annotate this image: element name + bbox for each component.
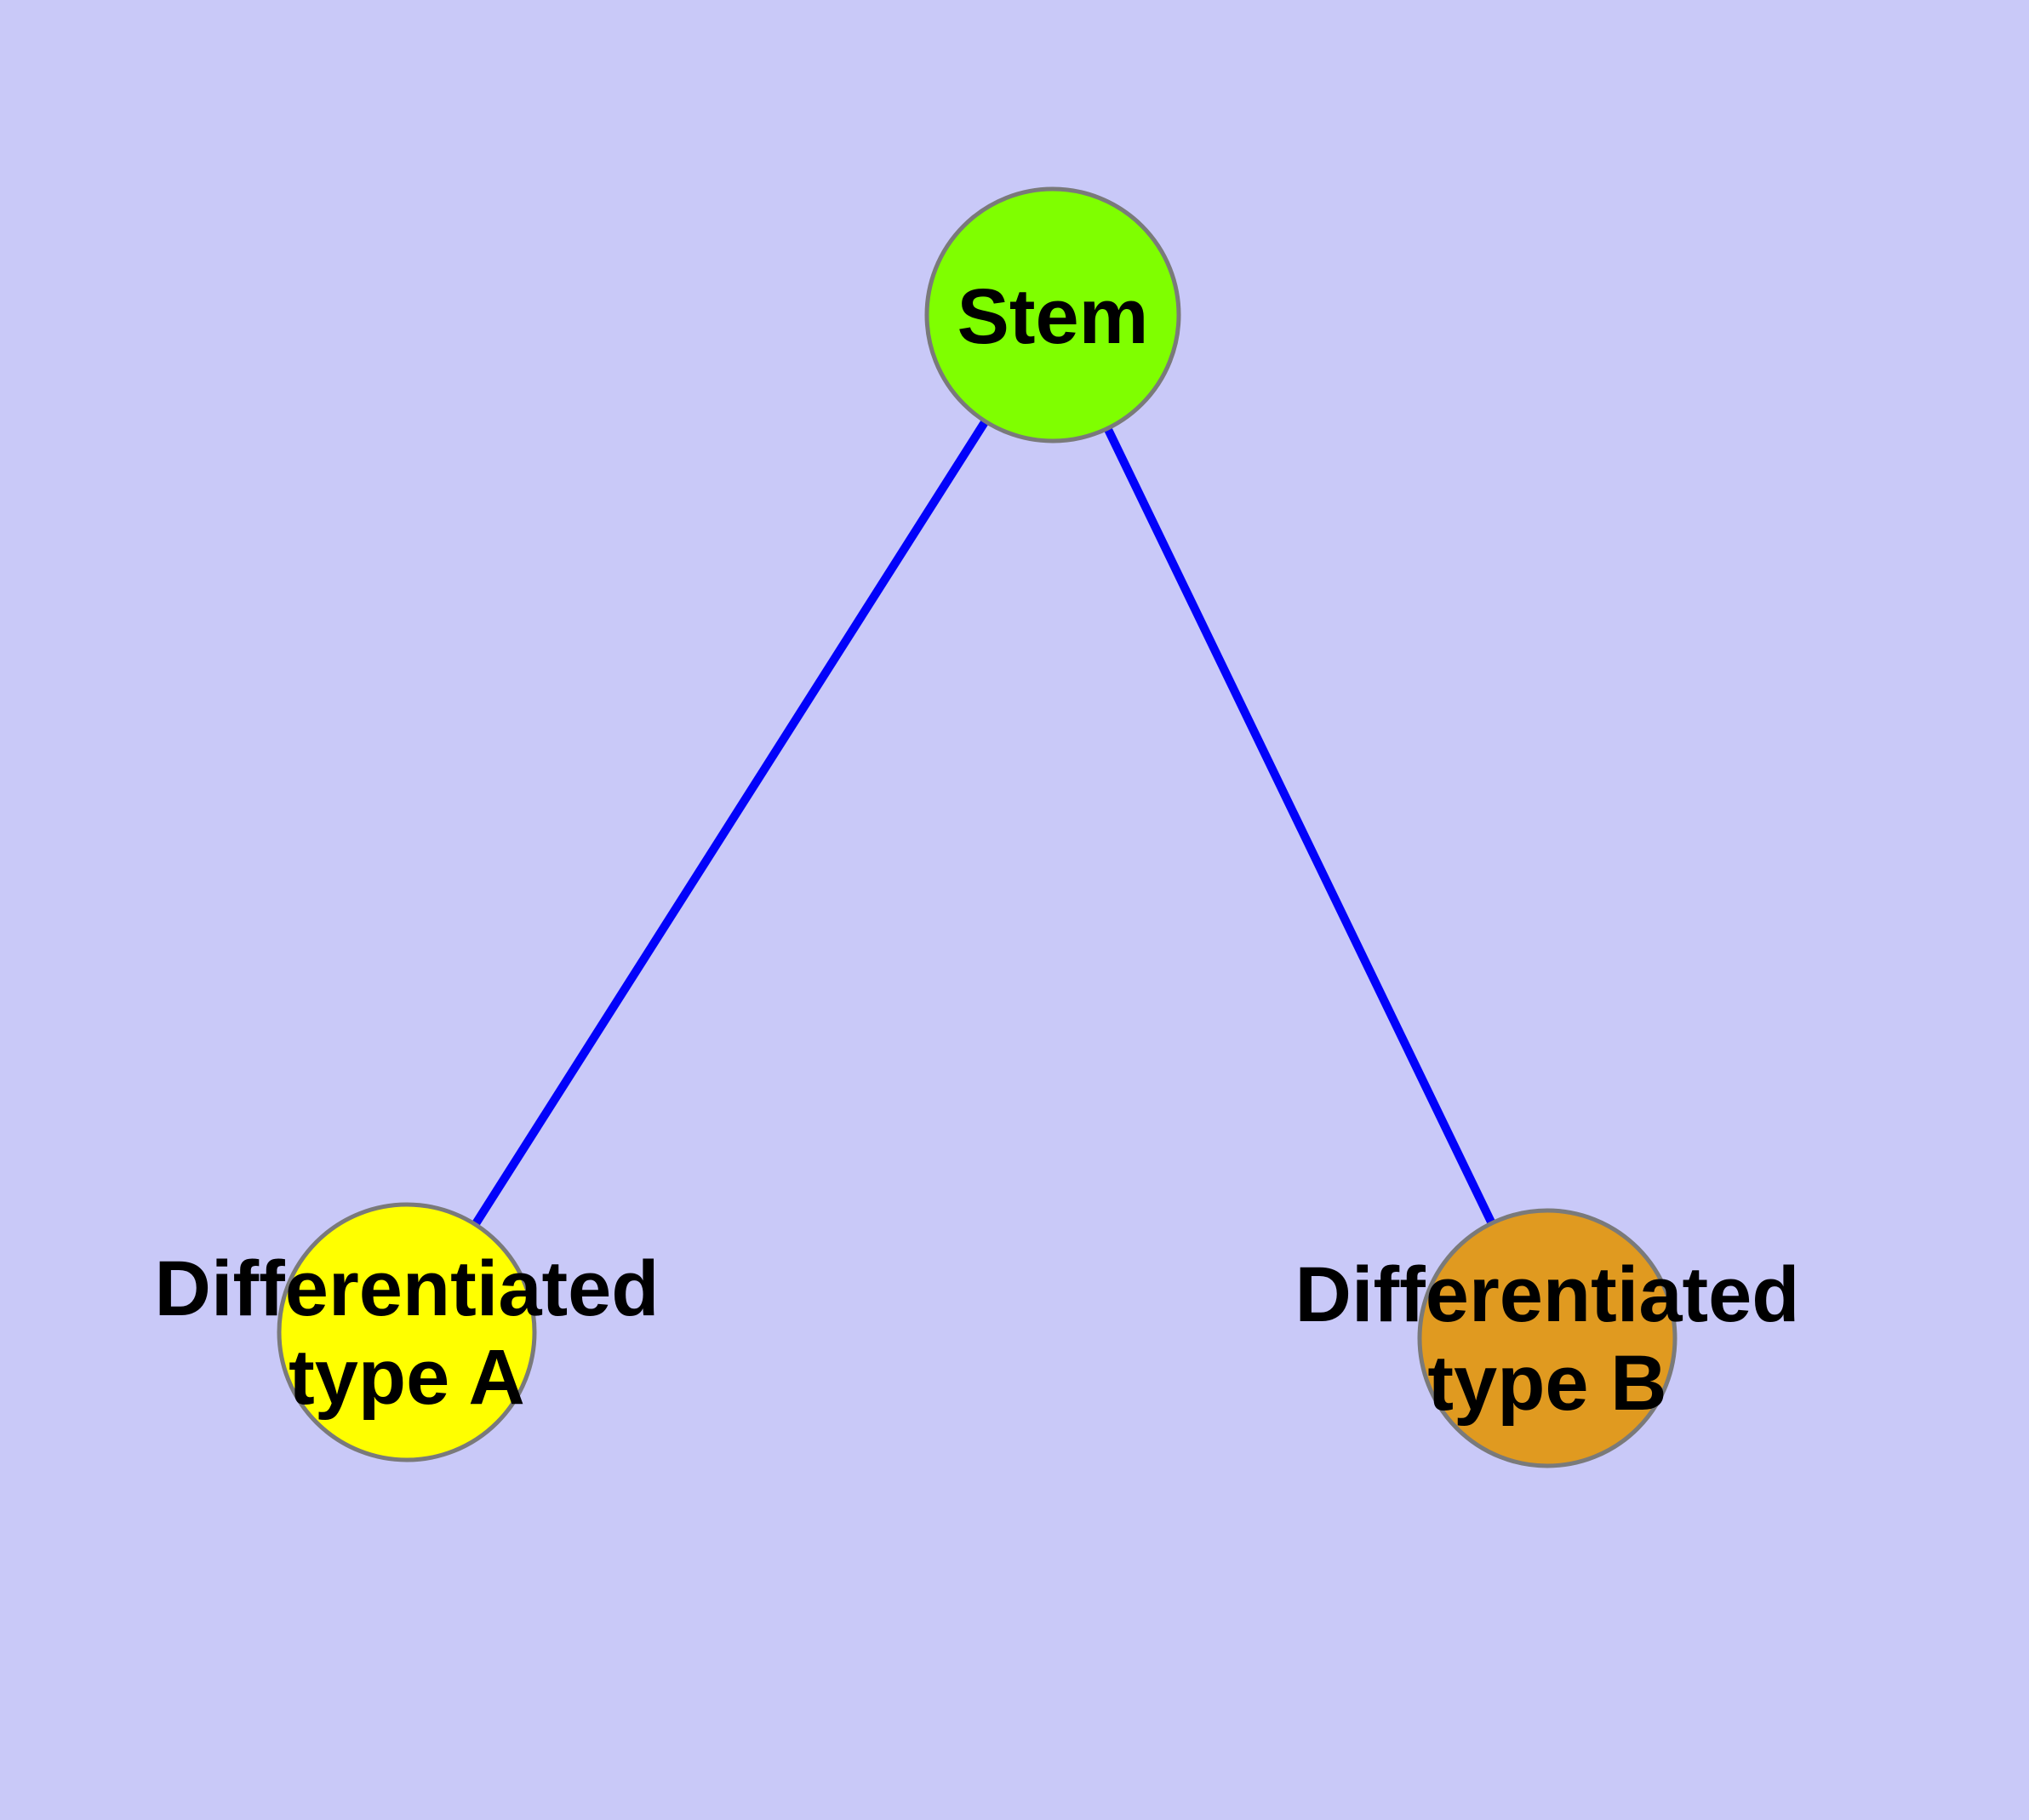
node-type-b-label-line1: Differentiated bbox=[1295, 1251, 1800, 1338]
node-type-b-label-line2: type B bbox=[1427, 1340, 1666, 1427]
node-stem-circle bbox=[924, 186, 1181, 444]
edge-stem-to-type-a bbox=[403, 312, 1057, 1335]
node-type-a-label-line2: type A bbox=[289, 1334, 525, 1421]
edge-stem-to-type-b bbox=[1049, 312, 1552, 1341]
node-type-a-label-line1: Differentiated bbox=[155, 1245, 660, 1332]
node-type-a-circle bbox=[277, 1202, 537, 1462]
node-stem-label: Stem bbox=[957, 273, 1149, 360]
node-type-b-circle bbox=[1417, 1208, 1677, 1468]
